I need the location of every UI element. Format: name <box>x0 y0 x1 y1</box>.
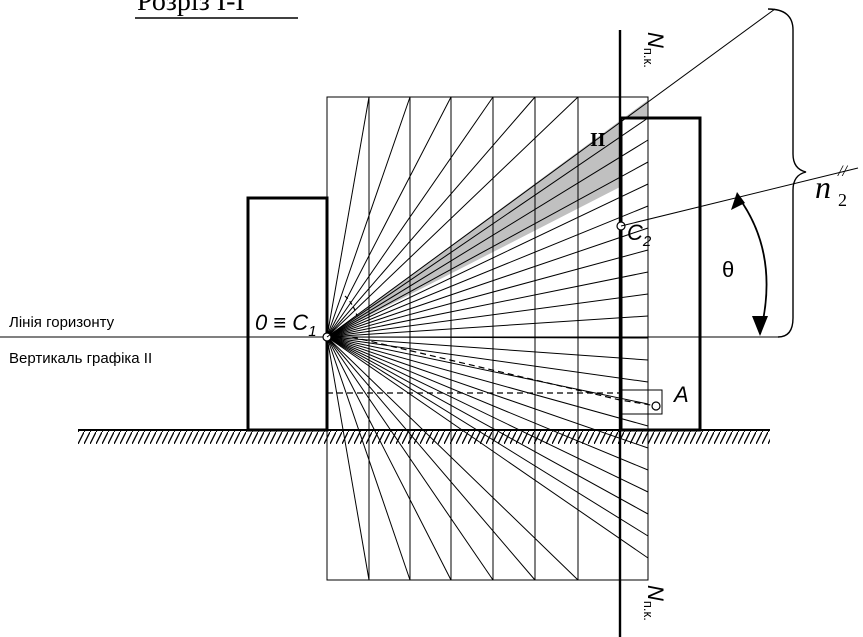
theta-arc <box>738 197 768 335</box>
grid-ray-line <box>326 96 494 338</box>
grid-ray-line <box>326 96 536 338</box>
grid-ray-line <box>326 117 649 338</box>
grid-ray-line <box>326 96 370 338</box>
grid-ray-line <box>326 336 494 581</box>
grid-ray-line <box>326 183 649 338</box>
grid-ray-line <box>326 96 579 338</box>
npk-top-label: Nп.к. <box>641 32 668 68</box>
grid-ray-line <box>326 336 649 493</box>
grid-ray-line <box>326 227 649 338</box>
grid-ray-line <box>326 336 579 581</box>
point-a-marker <box>651 401 661 411</box>
svg-text:Nп.к.: Nп.к. <box>641 585 668 621</box>
grid-ray-line <box>326 271 649 338</box>
point-a-box <box>621 389 663 415</box>
n2-brace <box>767 8 807 338</box>
theta-arrow-bottom <box>752 316 768 336</box>
grid-ray-line <box>326 293 649 338</box>
grid-ray-lines <box>326 96 649 581</box>
ground-hatch <box>78 430 770 444</box>
grid-ray-line <box>326 336 649 383</box>
grid-ray-line <box>326 336 649 515</box>
dashed-line-upper <box>351 336 658 407</box>
n2-label: n <box>815 169 831 205</box>
grid-ray-line <box>326 336 452 581</box>
grid-ray-line <box>326 249 649 338</box>
grid-ray-line <box>326 336 411 581</box>
grid-ray-line <box>326 336 649 427</box>
grid-ray-line <box>326 336 649 361</box>
grid-ray-line <box>326 96 411 338</box>
point-a-label: A <box>672 382 689 407</box>
top-ray-line <box>326 8 776 338</box>
grid-ray-line <box>326 205 649 338</box>
theta-arrow-top <box>731 192 745 210</box>
grid-ray-line <box>326 336 649 559</box>
theta-label: θ <box>722 257 734 282</box>
graph-vertical-label: Вертикаль графіка II <box>9 350 152 367</box>
grid-ray-line <box>326 336 536 581</box>
grid-ray-line <box>326 336 649 405</box>
roman-two-label: II <box>590 129 606 151</box>
grid-ray-line <box>326 336 649 471</box>
grid-ray-line <box>326 336 370 581</box>
grid-ray-line <box>326 315 649 338</box>
svg-text:Nп.к.: Nп.к. <box>641 32 668 68</box>
origin-label: 0 ≡ C1 <box>255 310 317 340</box>
c2-label: C2 <box>627 220 652 250</box>
horizon-label: Лінія горизонту <box>9 314 115 331</box>
grid-ray-line <box>326 96 452 338</box>
n2-sup-label: // <box>837 163 848 180</box>
grid-ray-line <box>326 161 649 338</box>
section-title: Розріз I-I <box>137 0 245 17</box>
grid-ray-line <box>326 139 649 338</box>
n2-sub-label: 2 <box>838 190 847 210</box>
npk-bottom-label: Nп.к. <box>641 585 668 621</box>
